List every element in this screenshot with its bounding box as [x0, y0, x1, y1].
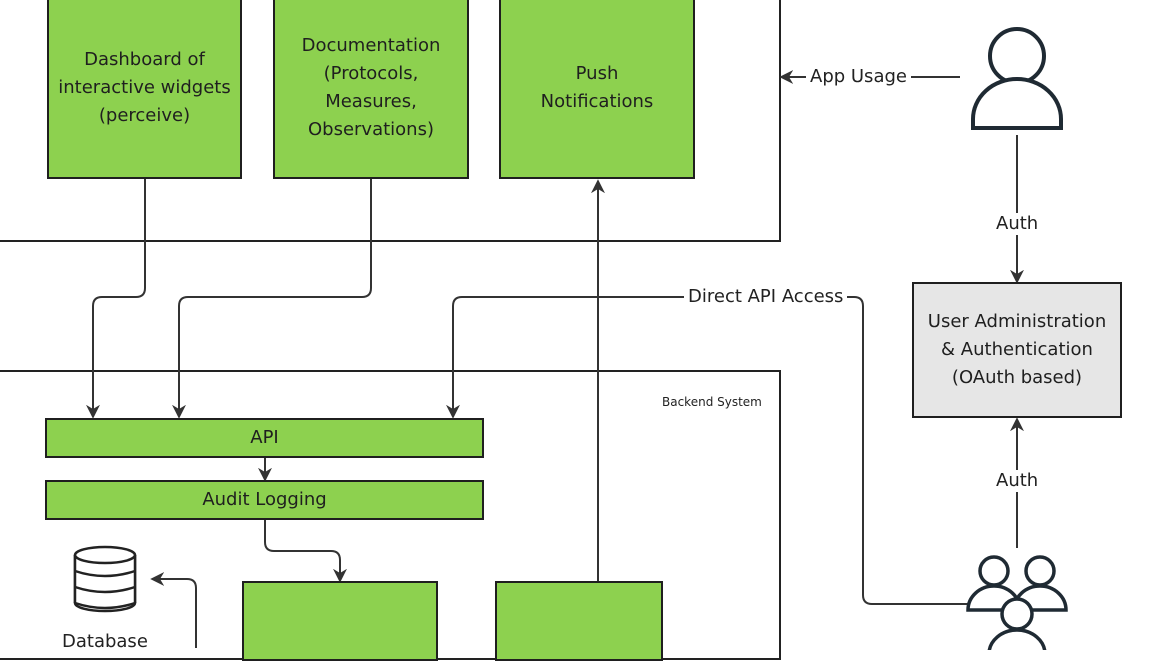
user-group-icon — [966, 555, 1068, 650]
user-admin-auth-label: User Administration & Authentication (OA… — [927, 311, 1107, 388]
edge-to-database — [150, 572, 197, 648]
user-icon — [971, 27, 1063, 130]
direct-api-access-label: Direct API Access — [684, 286, 848, 308]
auth-bottom-label: Auth — [992, 470, 1043, 492]
user-admin-auth-box: User Administration & Authentication (OA… — [912, 282, 1122, 418]
database-label: Database — [62, 631, 148, 652]
frontend-frame — [0, 0, 781, 242]
database-icon — [73, 545, 137, 613]
documentation-box: Documentation (Protocols, Measures, Obse… — [273, 0, 469, 179]
backend-service-box-1 — [242, 581, 438, 661]
api-bar: API — [45, 418, 484, 458]
backend-system-title: Backend System — [662, 395, 762, 409]
audit-logging-bar: Audit Logging — [45, 480, 484, 520]
app-usage-label: App Usage — [806, 66, 911, 88]
edge-dashboard-to-api — [86, 178, 146, 419]
push-notifications-box: Push Notifications — [499, 0, 695, 179]
edge-docs-to-api — [172, 178, 372, 419]
api-label: API — [250, 427, 279, 448]
edge-audit-to-service — [264, 519, 347, 583]
edge-direct-api — [446, 296, 1017, 605]
dashboard-box: Dashboard of interactive widgets (percei… — [47, 0, 242, 179]
audit-logging-label: Audit Logging — [202, 489, 327, 510]
push-notifications-label: Push Notifications — [540, 62, 654, 112]
backend-service-box-2 — [495, 581, 663, 661]
documentation-label: Documentation (Protocols, Measures, Obse… — [301, 34, 441, 140]
dashboard-label: Dashboard of interactive widgets (percei… — [58, 48, 231, 126]
auth-top-label: Auth — [992, 213, 1043, 235]
